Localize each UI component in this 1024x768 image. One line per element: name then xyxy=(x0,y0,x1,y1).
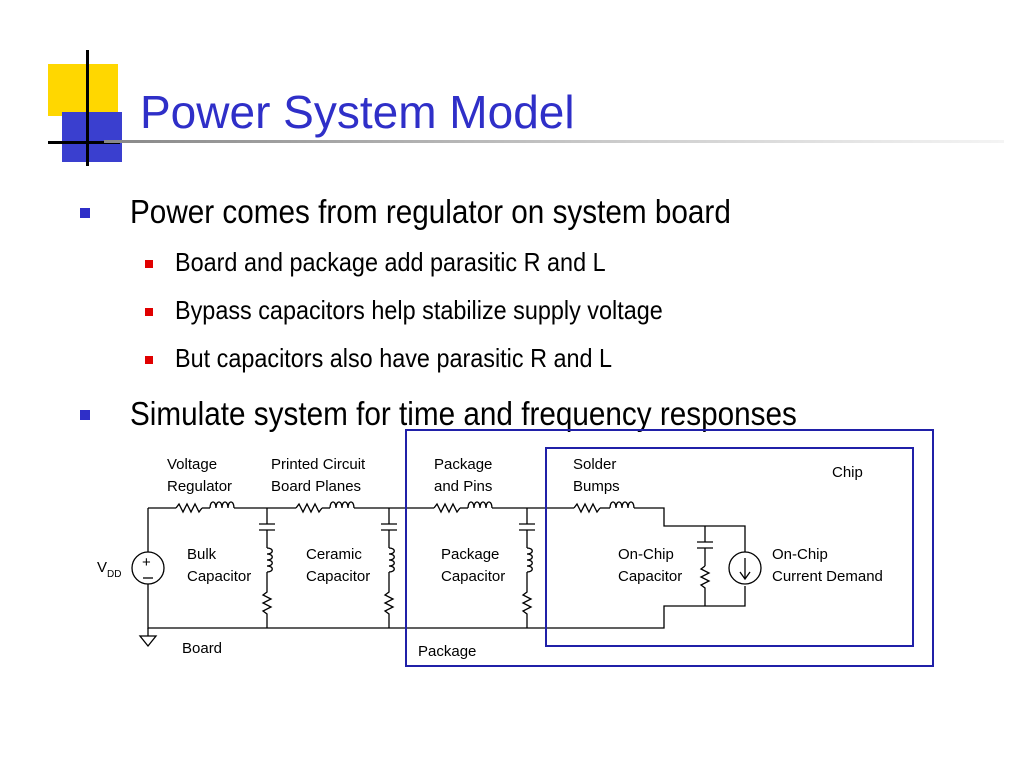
title-underline xyxy=(104,140,1004,143)
corner-vertical-line xyxy=(86,50,89,166)
label-voltage-regulator-1: Voltage xyxy=(167,456,217,473)
label-onchip-capacitor-1: On-Chip xyxy=(618,546,674,563)
red-square-bullet-icon xyxy=(145,356,153,364)
capacitor-icon xyxy=(697,526,713,566)
resistor-icon xyxy=(433,502,461,514)
label-ceramic-capacitor-1: Ceramic xyxy=(306,546,362,563)
blue-square-bullet-icon xyxy=(80,410,90,420)
corner-horizontal-line xyxy=(48,141,120,144)
resistor-icon xyxy=(699,565,711,606)
label-package-capacitor-2: Capacitor xyxy=(441,568,505,585)
inductor-icon xyxy=(467,501,493,509)
bullet-text: Board and package add parasitic R and L xyxy=(175,247,606,277)
label-board-planes-1: Printed Circuit xyxy=(271,456,366,473)
resistor-icon xyxy=(175,502,203,514)
svg-text:+: + xyxy=(142,554,151,571)
label-board: Board xyxy=(182,640,222,657)
bullet-text: Simulate system for time and frequency r… xyxy=(130,395,797,432)
label-onchip-capacitor-2: Capacitor xyxy=(618,568,682,585)
red-square-bullet-icon xyxy=(145,260,153,268)
label-package: Package xyxy=(418,643,476,660)
ground-icon xyxy=(138,635,158,648)
bullet-text: But capacitors also have parasitic R and… xyxy=(175,343,613,373)
label-voltage-regulator-2: Regulator xyxy=(167,478,232,495)
blue-square-bullet-icon xyxy=(80,208,90,218)
resistor-icon xyxy=(521,572,533,628)
label-board-planes-2: Board Planes xyxy=(271,478,361,495)
label-bulk-capacitor-1: Bulk xyxy=(187,546,217,563)
label-ceramic-capacitor-2: Capacitor xyxy=(306,568,370,585)
bullet-text: Power comes from regulator on system boa… xyxy=(130,193,731,230)
inductor-icon xyxy=(388,547,395,573)
label-solder-bumps-1: Solder xyxy=(573,456,616,473)
red-square-bullet-icon xyxy=(145,308,153,316)
bullet-text: Bypass capacitors help stabilize supply … xyxy=(175,295,663,325)
inductor-icon xyxy=(329,501,355,509)
current-source-icon xyxy=(728,551,762,585)
label-onchip-current-2: Current Demand xyxy=(772,568,883,585)
label-onchip-current-1: On-Chip xyxy=(772,546,828,563)
voltage-source-icon xyxy=(131,551,165,585)
inductor-icon xyxy=(266,547,273,573)
inductor-icon xyxy=(209,501,235,509)
inductor-icon xyxy=(609,501,635,509)
package-boundary-box xyxy=(405,429,934,667)
slide-title: Power System Model xyxy=(140,86,575,138)
label-chip: Chip xyxy=(832,464,863,481)
resistor-icon xyxy=(261,572,273,628)
label-vdd-subscript: DD xyxy=(107,569,121,580)
label-bulk-capacitor-2: Capacitor xyxy=(187,568,251,585)
inductor-icon xyxy=(526,547,533,573)
label-vdd: V xyxy=(97,559,107,576)
resistor-icon xyxy=(383,572,395,628)
label-package-pins-2: and Pins xyxy=(434,478,492,495)
label-solder-bumps-2: Bumps xyxy=(573,478,620,495)
label-package-capacitor-1: Package xyxy=(441,546,499,563)
chip-boundary-box xyxy=(545,447,914,647)
resistor-icon xyxy=(295,502,323,514)
label-package-pins-1: Package xyxy=(434,456,492,473)
resistor-icon xyxy=(573,502,601,514)
corner-yellow-square xyxy=(48,64,118,116)
bottom-rail-wire xyxy=(147,584,746,629)
corner-blue-square xyxy=(62,112,122,162)
